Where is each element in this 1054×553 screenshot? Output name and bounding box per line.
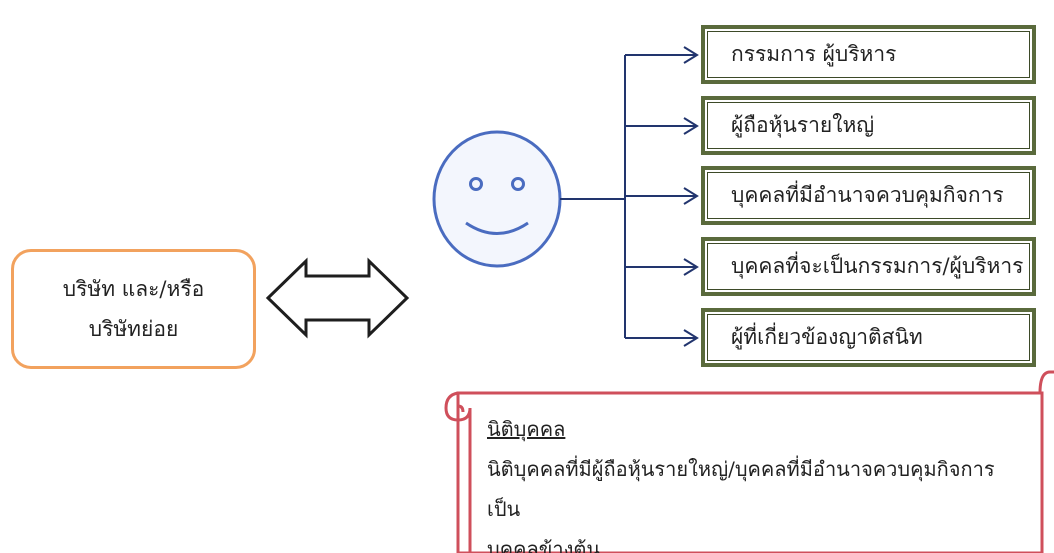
related-person-box-3: บุคคลที่มีอำนาจควบคุมกิจการ <box>701 166 1036 225</box>
juristic-person-text: นิติบุคคล นิติบุคคลที่มีผู้ถือหุ้นรายใหญ… <box>487 409 1027 553</box>
related-person-box-5: ผู้ที่เกี่ยวข้องญาติสนิท <box>701 308 1036 367</box>
scroll-left-curl <box>457 404 465 413</box>
face-outline <box>432 130 562 268</box>
branch-arrows <box>625 46 699 347</box>
related-person-label: กรรมการ ผู้บริหาร <box>731 42 897 66</box>
related-person-label: บุคคลที่มีอำนาจควบคุมกิจการ <box>731 183 1004 207</box>
related-person-label: บุคคลที่จะเป็นกรรมการ/ผู้บริหาร <box>731 254 1024 278</box>
juristic-line-1: นิติบุคคลที่มีผู้ถือหุ้นรายใหญ่/บุคคลที่… <box>487 457 995 521</box>
branch-arrow-3 <box>625 187 699 205</box>
scroll-banner <box>444 370 1054 553</box>
connector-lines <box>560 55 626 338</box>
scroll-body <box>456 391 1044 553</box>
branch-arrow-5 <box>625 329 699 347</box>
smiley-face-icon <box>432 130 562 268</box>
branch-arrow-4 <box>625 258 699 276</box>
scroll-top-curl <box>1038 370 1054 394</box>
branch-arrow-1 <box>625 46 699 64</box>
company-box: บริษัท และ/หรือ บริษัทย่อย <box>11 249 256 369</box>
scroll-left-rod <box>444 391 472 553</box>
juristic-line-2: บุคคลข้างต้น <box>487 537 601 553</box>
double-arrow-icon <box>265 257 410 339</box>
related-person-box-2: ผู้ถือหุ้นรายใหญ่ <box>701 96 1036 155</box>
right-eye <box>511 177 525 191</box>
related-person-box-4: บุคคลที่จะเป็นกรรมการ/ผู้บริหาร <box>701 237 1036 296</box>
related-person-label: ผู้ถือหุ้นรายใหญ่ <box>731 113 875 137</box>
juristic-title: นิติบุคคล <box>487 417 566 441</box>
branch-arrow-2 <box>625 117 699 135</box>
company-line-2: บริษัทย่อย <box>88 317 179 341</box>
left-eye <box>469 177 483 191</box>
related-person-label: ผู้ที่เกี่ยวข้องญาติสนิท <box>731 325 923 349</box>
smile-mouth <box>465 221 529 235</box>
company-line-1: บริษัท และ/หรือ <box>62 277 205 301</box>
related-person-box-1: กรรมการ ผู้บริหาร <box>701 25 1036 84</box>
